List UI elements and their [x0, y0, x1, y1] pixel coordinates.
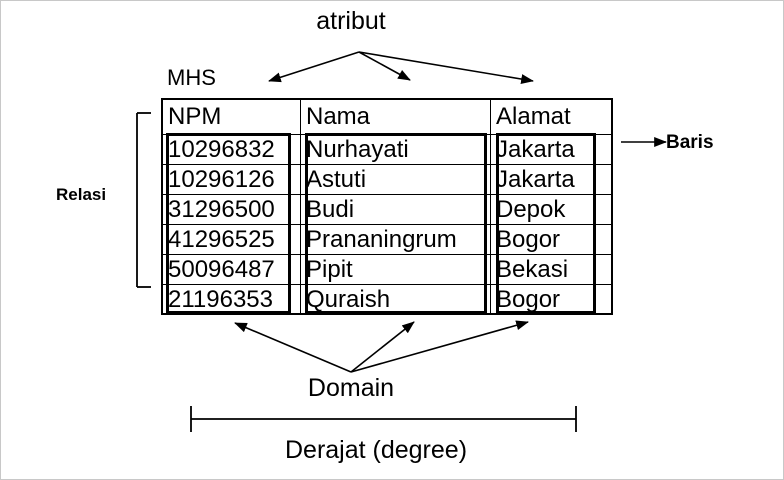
cell-npm: 10296832 [163, 135, 301, 164]
cell-npm: 41296525 [163, 225, 301, 254]
derajat-span-bracket [190, 406, 577, 432]
domain-arrows [234, 320, 529, 373]
cell-nama: Astuti [301, 165, 491, 194]
table-row: 41296525 Prananingrum Bogor [163, 224, 611, 254]
cell-nama-text: Quraish [306, 285, 391, 313]
column-header-alamat: Alamat [491, 100, 611, 134]
cell-npm-text: 41296525 [168, 225, 275, 253]
table-header-row: NPM Nama Alamat [163, 100, 611, 134]
cell-nama: Pipit [301, 255, 491, 284]
cell-npm-text: 10296126 [168, 165, 275, 193]
cell-nama-text: Nurhayati [306, 135, 409, 163]
cell-npm: 50096487 [163, 255, 301, 284]
domain-label: Domain [307, 374, 395, 402]
column-header-alamat-label: Alamat [496, 103, 571, 130]
cell-alamat-text: Bekasi [496, 255, 569, 283]
relasi-label: Relasi [56, 185, 107, 204]
cell-alamat: Bogor [491, 225, 611, 254]
cell-nama-text: Prananingrum [306, 225, 457, 253]
cell-alamat-text: Jakarta [496, 135, 575, 163]
derajat-degree-label: Derajat (degree) [284, 436, 468, 464]
cell-npm-text: 21196353 [168, 285, 273, 313]
cell-alamat: Bekasi [491, 255, 611, 284]
cell-nama: Nurhayati [301, 135, 491, 164]
cell-nama-text: Pipit [306, 255, 353, 283]
cell-alamat-text: Bogor [496, 285, 561, 313]
cell-npm: 31296500 [163, 195, 301, 224]
table-row: 21196353 Quraish Bogor [163, 284, 611, 314]
cell-npm-text: 31296500 [168, 195, 275, 223]
baris-label: Baris [666, 132, 714, 153]
table-row: 10296126 Astuti Jakarta [163, 164, 611, 194]
cell-npm-text: 50096487 [168, 255, 275, 283]
cell-alamat: Bogor [491, 285, 611, 314]
cell-alamat: Depok [491, 195, 611, 224]
relasi-bracket [136, 112, 151, 288]
cell-nama: Prananingrum [301, 225, 491, 254]
cell-nama: Budi [301, 195, 491, 224]
column-header-npm-label: NPM [168, 103, 222, 130]
atribut-label: atribut [316, 7, 386, 35]
column-header-npm: NPM [163, 100, 301, 134]
table-row: 10296832 Nurhayati Jakarta [163, 134, 611, 164]
column-header-nama: Nama [301, 100, 491, 134]
cell-alamat-text: Jakarta [496, 165, 575, 193]
table-row: 50096487 Pipit Bekasi [163, 254, 611, 284]
cell-alamat-text: Depok [496, 195, 566, 223]
cell-npm: 21196353 [163, 285, 301, 314]
cell-alamat: Jakarta [491, 165, 611, 194]
cell-npm: 10296126 [163, 165, 301, 194]
cell-nama: Quraish [301, 285, 491, 314]
cell-alamat: Jakarta [491, 135, 611, 164]
atribut-arrows [268, 51, 534, 84]
mhs-table: NPM Nama Alamat 10296832 Nurhayati Jakar… [161, 98, 613, 315]
table-row: 31296500 Budi Depok [163, 194, 611, 224]
relation-name-label: MHS [167, 65, 216, 90]
column-header-nama-label: Nama [306, 103, 371, 130]
cell-nama-text: Astuti [306, 165, 367, 193]
cell-nama-text: Budi [306, 195, 355, 223]
cell-alamat-text: Bogor [496, 225, 561, 253]
cell-npm-text: 10296832 [168, 135, 275, 163]
